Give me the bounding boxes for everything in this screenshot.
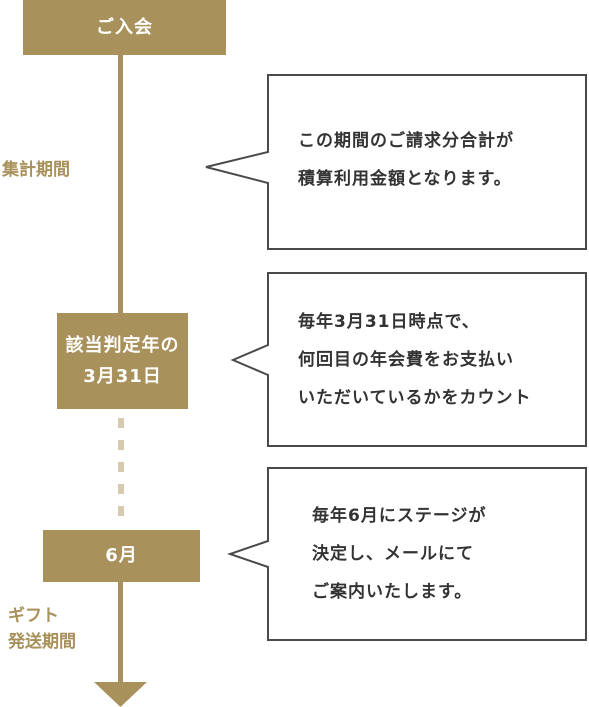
bubble-2-line-1: 毎年3月31日時点で、 (298, 312, 480, 332)
june-node: 6月 (43, 530, 200, 582)
speech-bubble-1-text: この期間のご請求分合計が 積算利用金額となります。 (298, 122, 514, 198)
timeline-dash (118, 506, 124, 516)
bubble-3-line-1: 毎年6月にステージが (312, 506, 487, 526)
speech-bubble-2-outline (230, 272, 587, 447)
timeline-line-upper (118, 55, 123, 313)
bubble-3-line-3: ご案内いたします。 (312, 582, 473, 602)
timeline-dash (118, 484, 124, 494)
gift-period-label: ギフト 発送期間 (8, 604, 76, 655)
join-node: ご入会 (23, 0, 226, 55)
bubble-2-line-2: 何回目の年会費をお支払い (298, 350, 514, 370)
determination-node: 該当判定年の 3月31日 (57, 313, 188, 409)
join-node-label: ご入会 (96, 16, 153, 38)
speech-bubble-3-text: 毎年6月にステージが 決定し、メールにて ご案内いたします。 (312, 497, 487, 611)
bubble-3-line-2: 決定し、メールにて (312, 544, 474, 564)
gift-label-line-2: 発送期間 (8, 631, 76, 652)
bubble-1-line-2: 積算利用金額となります。 (298, 169, 512, 189)
timeline-line-lower (118, 580, 123, 685)
june-node-label: 6月 (105, 545, 138, 567)
timeline-arrow-down-icon (94, 682, 147, 707)
timeline-dash (118, 440, 124, 450)
bubble-2-line-3: いただいているかをカウント (298, 388, 532, 408)
gift-label-line-1: ギフト (8, 606, 59, 626)
speech-bubble-1-outline (205, 74, 587, 250)
speech-bubble-3-outline (226, 467, 587, 641)
timeline-dash (118, 462, 124, 472)
bubble-1-line-1: この期間のご請求分合計が (298, 131, 514, 151)
aggregation-period-label: 集計期間 (2, 160, 70, 180)
timeline-dash (118, 418, 124, 428)
speech-bubble-2-text: 毎年3月31日時点で、 何回目の年会費をお支払い いただいているかをカウント (298, 303, 532, 417)
determination-line-2: 3月31日 (83, 366, 162, 387)
determination-line-1: 該当判定年の (65, 334, 180, 356)
